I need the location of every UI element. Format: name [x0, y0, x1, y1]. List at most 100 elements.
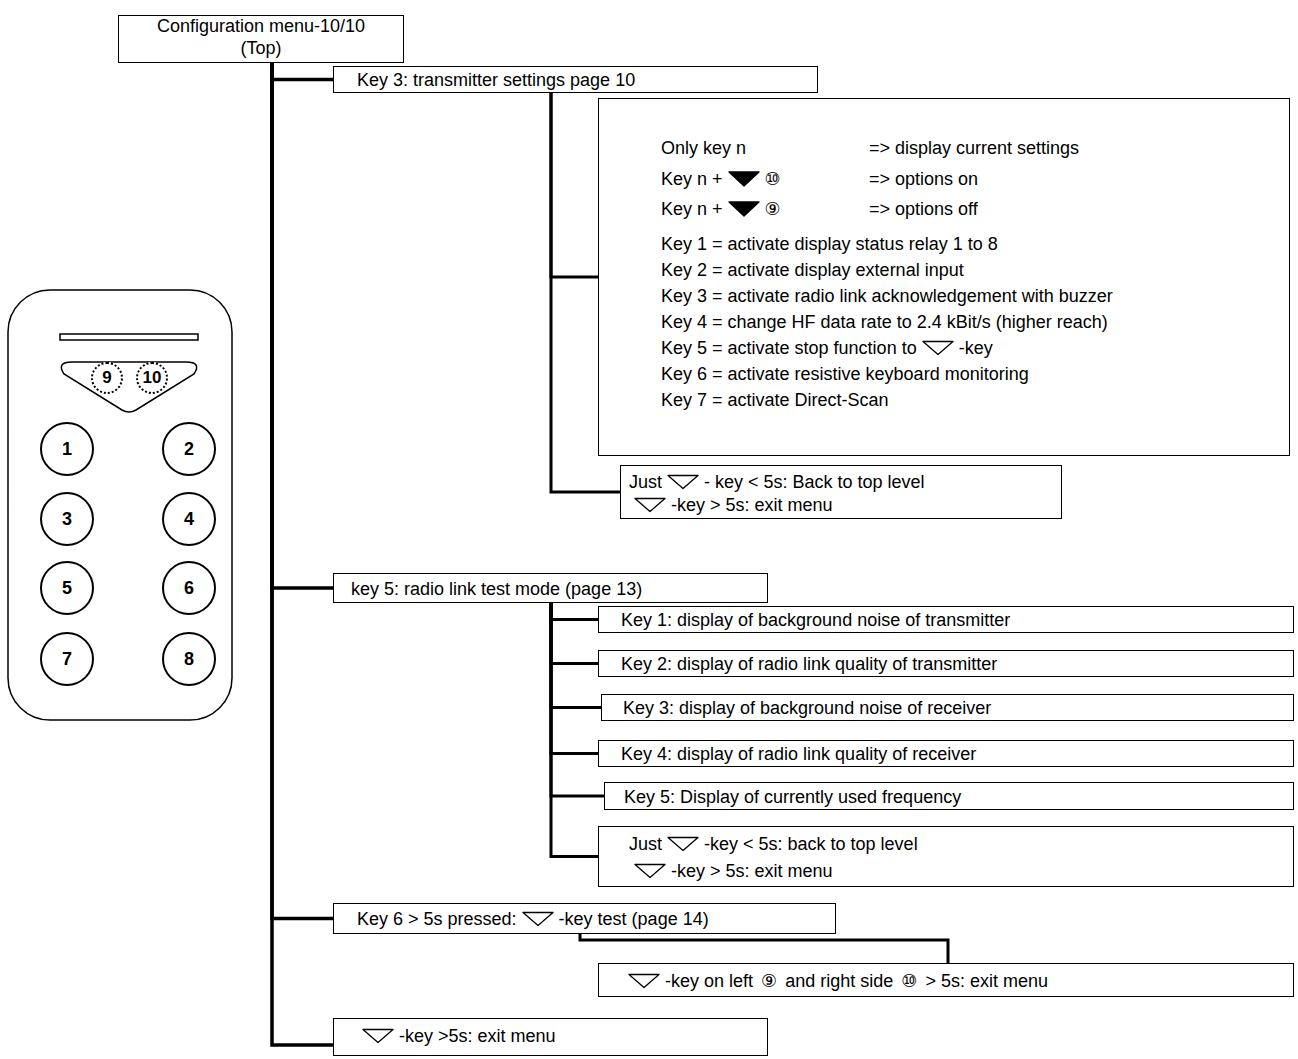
text-line: Key 2 = activate display external input: [661, 259, 964, 281]
key-button: 6: [162, 561, 216, 615]
menu-box: Key 6 > 5s pressed: -key test (page 14): [333, 903, 836, 934]
stop-key-outline: [61, 362, 196, 412]
key-button: 1: [40, 422, 94, 476]
text-line: Key n + ⑨: [661, 198, 781, 220]
key-button: 4: [162, 492, 216, 546]
menu-text: and right side: [785, 970, 893, 992]
menu-text: - key < 5s: Back to top level: [704, 471, 925, 493]
menu-connector: [551, 93, 598, 277]
text-line: Key 5 = activate stop function to -key: [661, 337, 993, 359]
stop-key-symbol: [633, 863, 667, 879]
menu-text: Key 1: display of background noise of tr…: [621, 609, 1010, 631]
menu-text: ⑨: [765, 198, 781, 220]
text-line: -key on left ⑨ and right side ⑩ > 5s: exit m…: [623, 970, 1048, 992]
menu-text: -key: [959, 337, 993, 359]
menu-text: Key 3 = activate radio link acknowledgem…: [661, 285, 1113, 307]
key-number: 2: [184, 439, 194, 460]
key-number: 8: [184, 649, 194, 670]
text-line: Key 2: display of radio link quality of …: [621, 653, 997, 675]
menu-text: -key test (page 14): [559, 908, 709, 930]
stop-key-symbol: [666, 474, 700, 490]
remote-slot: [60, 334, 198, 340]
key-number: 6: [184, 578, 194, 599]
menu-text: ⑩: [901, 970, 917, 992]
key-button: 2: [162, 422, 216, 476]
menu-text: -key > 5s: exit menu: [671, 494, 833, 516]
key-number: 4: [184, 509, 194, 530]
menu-box: Key 5: Display of currently used frequen…: [604, 782, 1294, 810]
stop-key-symbol: [633, 497, 667, 513]
text-line: Just - key < 5s: Back to top level: [629, 471, 925, 493]
menu-connector: [551, 603, 598, 857]
menu-box: Key 2: display of radio link quality of …: [598, 650, 1294, 677]
menu-text: => display current settings: [869, 137, 1079, 159]
filled-key-symbol: [727, 171, 761, 187]
text-line: key 5: radio link test mode (page 13): [351, 578, 642, 600]
menu-text: => options off: [869, 198, 978, 220]
remote-housing: [8, 290, 232, 720]
menu-text: Just: [629, 471, 662, 493]
menu-text: ⑨: [761, 970, 777, 992]
key-button: 3: [40, 492, 94, 546]
menu-box: -key >5s: exit menu: [333, 1018, 768, 1056]
menu-connector: [272, 63, 333, 919]
text-line: Just -key < 5s: back to top level: [629, 833, 918, 855]
menu-text: Just: [629, 833, 662, 855]
menu-text: (Top): [240, 38, 281, 58]
key-number: 1: [62, 439, 72, 460]
menu-connector: [551, 603, 601, 708]
menu-connector: [580, 934, 948, 963]
menu-text: Key 7 = activate Direct-Scan: [661, 389, 889, 411]
stop-key-symbol: [361, 1028, 395, 1044]
text-line: => options off: [869, 198, 978, 220]
text-line: Key 5: Display of currently used frequen…: [624, 786, 961, 808]
text-line: Only key n: [661, 137, 746, 159]
menu-text: -key on left: [665, 970, 753, 992]
stop-key-symbol: [666, 836, 700, 852]
menu-text: Key 5 = activate stop function to: [661, 337, 917, 359]
stop-key-symbol: [921, 340, 955, 356]
menu-text: Key n +: [661, 198, 723, 220]
menu-box: Key 3: display of background noise of re…: [601, 694, 1294, 721]
menu-box: Only key n => display current settingsKey…: [598, 98, 1290, 456]
text-line: Key 3: display of background noise of re…: [623, 697, 991, 719]
menu-text: Only key n: [661, 137, 746, 159]
menu-box: Key 1: display of background noise of tr…: [598, 606, 1294, 633]
text-line: Key 6 > 5s pressed: -key test (page 14): [357, 908, 709, 930]
menu-text: Configuration menu-10/10: [157, 16, 365, 36]
menu-box: key 5: radio link test mode (page 13): [333, 573, 768, 603]
menu-text: -key < 5s: back to top level: [704, 833, 918, 855]
menu-text: -key >5s: exit menu: [399, 1025, 556, 1047]
stop-key-symbol: [627, 973, 661, 989]
menu-text: Key n +: [661, 168, 723, 190]
menu-text: > 5s: exit menu: [925, 970, 1048, 992]
menu-text: key 5: radio link test mode (page 13): [351, 578, 642, 600]
key-number: 5: [62, 578, 72, 599]
menu-text: Key 4: display of radio link quality of …: [621, 743, 976, 765]
menu-text: Key 4 = change HF data rate to 2.4 kBit/…: [661, 311, 1108, 333]
menu-box: Configuration menu-10/10(Top): [118, 15, 404, 63]
menu-connector: [551, 603, 598, 754]
text-line: Key 3 = activate radio link acknowledgem…: [661, 285, 1113, 307]
text-line: Key 4 = change HF data rate to 2.4 kBit/…: [661, 311, 1108, 333]
menu-text: Key 6 > 5s pressed:: [357, 908, 517, 930]
text-line: Key 1 = activate display status relay 1 …: [661, 233, 998, 255]
menu-connector: [272, 63, 333, 1045]
menu-text: Key 3: display of background noise of re…: [623, 697, 991, 719]
text-line: Key 7 = activate Direct-Scan: [661, 389, 889, 411]
key-button: 8: [162, 632, 216, 686]
menu-box: Just-key < 5s: back to top level-key > 5…: [598, 826, 1294, 887]
menu-text: Key 5: Display of currently used frequen…: [624, 786, 961, 808]
menu-box: Key 3: transmitter settings page 10: [333, 66, 818, 93]
menu-connector: [551, 603, 604, 796]
text-line: => options on: [869, 168, 978, 190]
menu-text: Key 6 = activate resistive keyboard moni…: [661, 363, 1029, 385]
key-button: 7: [40, 632, 94, 686]
text-line: Key 4: display of radio link quality of …: [621, 743, 976, 765]
key-button: 9: [91, 362, 123, 394]
menu-box: -key on left ⑨ and right side ⑩ > 5s: exit m…: [598, 963, 1294, 997]
menu-text: Key 1 = activate display status relay 1 …: [661, 233, 998, 255]
menu-connector: [551, 603, 598, 664]
menu-text: ⑩: [765, 168, 781, 190]
text-line: -key > 5s: exit menu: [629, 494, 833, 516]
